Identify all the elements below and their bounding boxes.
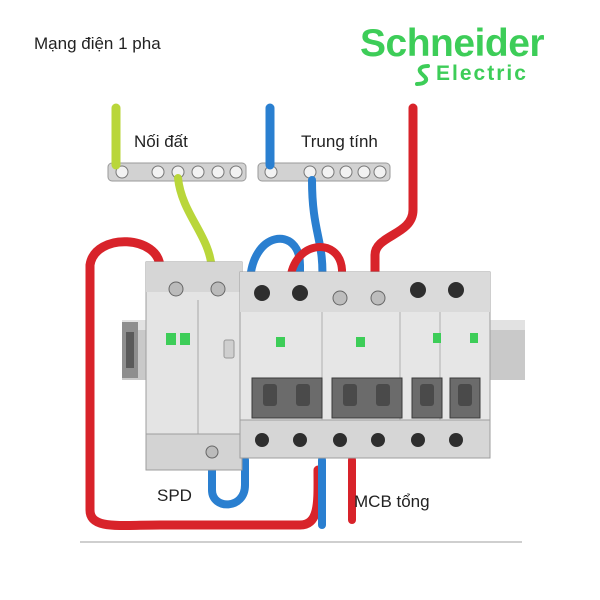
brand-logo: Schneider Electric bbox=[360, 22, 580, 88]
schneider-s-mark-icon bbox=[415, 64, 430, 86]
neutral-wire-spd bbox=[208, 456, 249, 509]
spd-module bbox=[145, 261, 243, 471]
live-wire-incoming bbox=[370, 103, 418, 295]
earth-wire-spd bbox=[174, 174, 216, 274]
wires bbox=[85, 103, 418, 531]
logo-subtitle: Electric bbox=[436, 62, 528, 85]
neutral-label: Trung tính bbox=[301, 132, 378, 151]
logo-wordmark: Schneider bbox=[360, 22, 545, 65]
live-wire-loop bbox=[286, 243, 346, 294]
spd-label: SPD bbox=[157, 486, 192, 505]
mcb-module bbox=[239, 271, 491, 459]
earth-label: Nối đất bbox=[134, 132, 188, 151]
earth-bus-bar bbox=[107, 162, 247, 182]
neutral-bus-bar bbox=[257, 162, 391, 182]
mcb-label: MCB tổng bbox=[354, 492, 430, 511]
page-title: Mạng điện 1 pha bbox=[34, 34, 161, 53]
neutral-wire-mcb bbox=[308, 176, 327, 289]
divider bbox=[80, 541, 522, 543]
live-wire-spd bbox=[85, 237, 323, 531]
